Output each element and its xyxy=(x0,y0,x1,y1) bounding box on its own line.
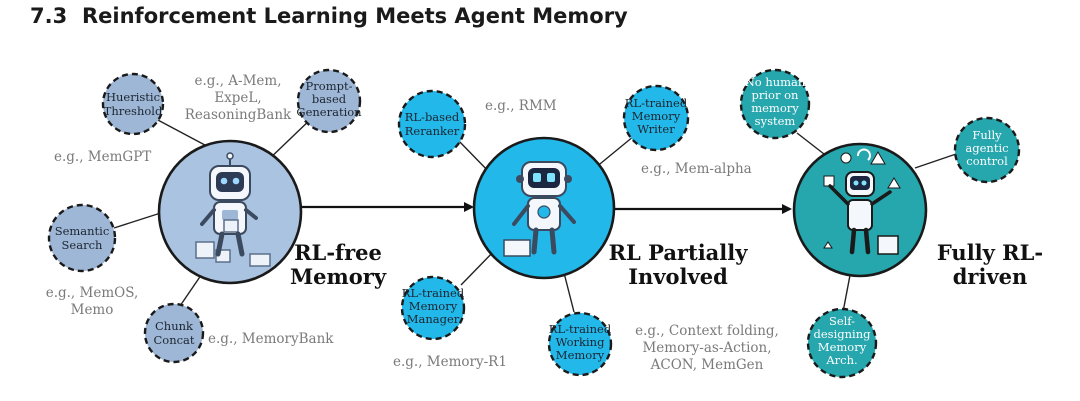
stage-label-full: Fully RL-driven xyxy=(937,240,1043,289)
satellite-nodes xyxy=(47,68,1021,379)
node-semantic xyxy=(47,203,117,273)
node-agentic xyxy=(953,116,1021,184)
robot-full-icon xyxy=(823,148,901,255)
robot-partial-icon xyxy=(503,161,576,257)
node-selfdesign xyxy=(806,307,878,379)
connector-agentic xyxy=(914,152,960,169)
example-rmm: e.g., RMM xyxy=(485,98,557,114)
node-prompt xyxy=(296,68,362,134)
example-memr1: e.g., Memory-R1 xyxy=(393,354,507,370)
example-ctx: e.g., Context folding,Memory-as-Action,A… xyxy=(635,323,779,373)
example-memalpha: e.g., Mem-alpha xyxy=(641,161,752,177)
node-writer xyxy=(622,84,690,152)
connector-selfdesign xyxy=(842,269,852,313)
node-chunk xyxy=(143,302,205,364)
section-title: Reinforcement Learning Meets Agent Memor… xyxy=(82,4,628,28)
node-nohuman xyxy=(739,68,811,140)
section-heading: 7.3 Reinforcement Learning Meets Agent Me… xyxy=(30,4,628,28)
node-manager xyxy=(400,275,466,341)
connector-writer xyxy=(594,135,635,169)
example-memorybank: e.g., MemoryBank xyxy=(208,331,334,347)
node-heuristic xyxy=(101,72,165,136)
node-reranker xyxy=(397,89,467,159)
robot-rlfree-icon xyxy=(195,152,271,267)
node-working xyxy=(547,311,613,377)
section-number: 7.3 xyxy=(30,4,68,28)
example-memos: e.g., MemOS,Memo xyxy=(46,285,139,318)
example-memgpt: e.g., MemGPT xyxy=(54,149,151,165)
connector-nohuman xyxy=(796,132,825,155)
example-amem: e.g., A-Mem,ExpeL,ReasoningBank xyxy=(185,73,292,123)
